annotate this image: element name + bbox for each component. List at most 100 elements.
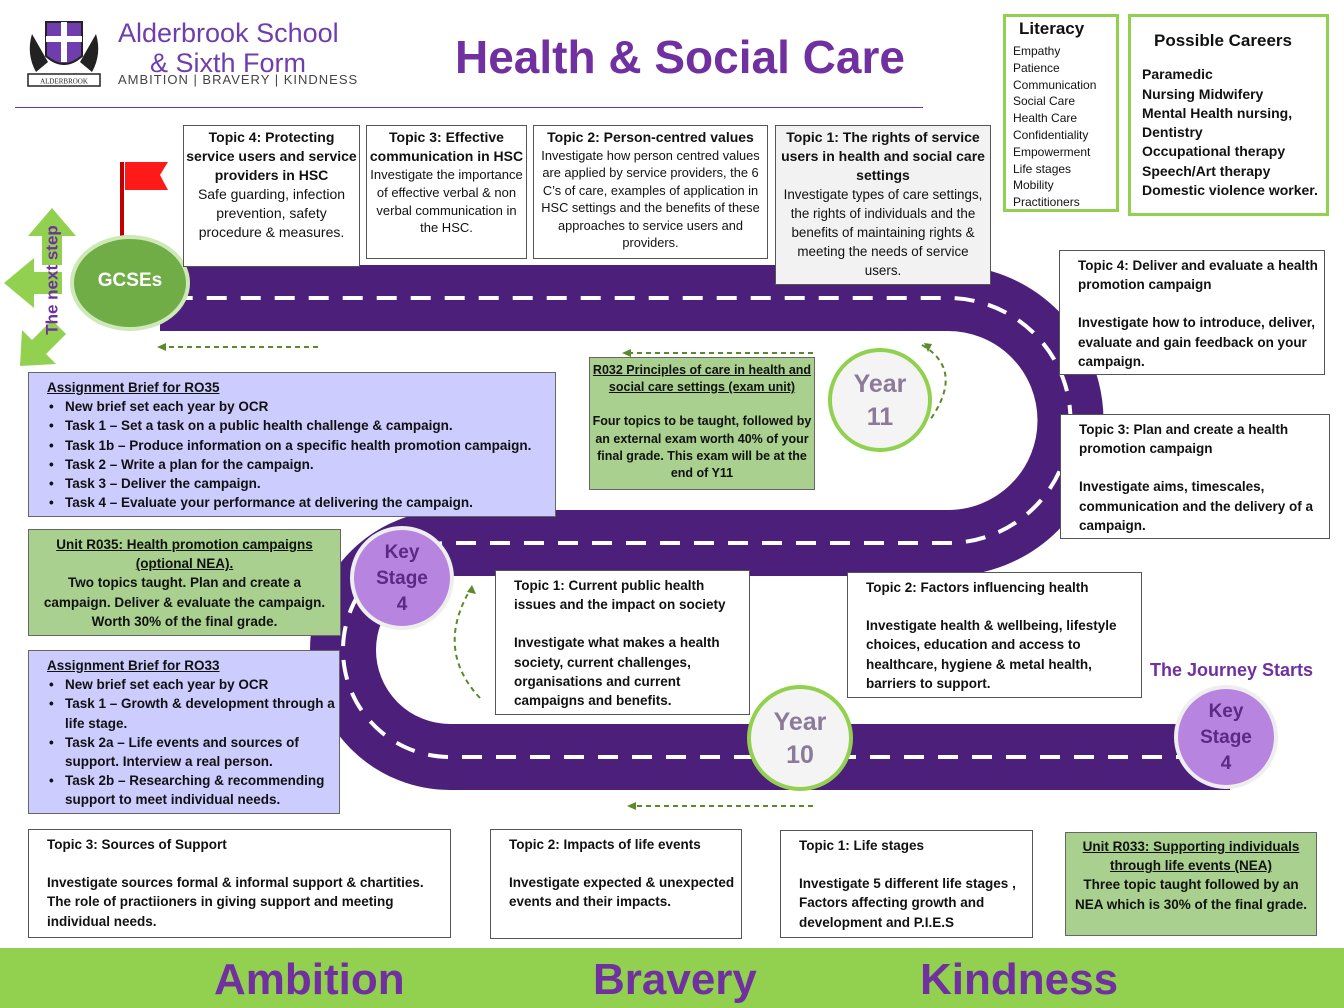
r035-topic4-title: Topic 4: Deliver and evaluate a health p… (1078, 258, 1318, 293)
literacy-word: Health Care (1013, 111, 1078, 126)
footer-bravery: Bravery (593, 955, 757, 1004)
page-title: Health & Social Care (455, 31, 905, 83)
brief-r035-task: New brief set each year by OCR (47, 397, 551, 416)
r033-topic2-title: Topic 2: Impacts of life events (509, 837, 701, 852)
y11-topic3-card: Topic 3: Effective communication in HSC … (366, 125, 527, 259)
r033-topic2-card: Topic 2: Impacts of life events Investig… (490, 829, 742, 939)
career-item: Speech/Art therapy (1142, 162, 1271, 179)
brief-r033-task: Task 1 – Growth & development through a … (47, 694, 337, 732)
y11-topic3-title: Topic 3: Effective communication in HSC (369, 129, 524, 164)
year11-label: Year (853, 370, 907, 398)
road-center-line (160, 296, 1230, 759)
r035-topic4-card: Topic 4: Deliver and evaluate a health p… (1059, 250, 1325, 375)
ks4-left-stage: Stage (376, 568, 428, 589)
direction-arrow (162, 344, 947, 807)
unit-r035-title: Unit R035: Health promotion campaigns (o… (56, 537, 313, 572)
year10-label: Year (773, 708, 827, 736)
school-name-line2: & Sixth Form (150, 48, 307, 78)
y10-topic2-card: Topic 2: Factors influencing health Inve… (847, 572, 1142, 698)
r033-topic3-card: Topic 3: Sources of Support Investigate … (28, 829, 451, 938)
literacy-word: Patience (1013, 60, 1060, 75)
y11-topic1-card: Topic 1: The rights of service users in … (775, 125, 991, 285)
r033-topic2-body: Investigate expected & unexpected events… (509, 875, 735, 910)
crest-text: ALDERBROOK (40, 78, 88, 86)
ks4-right-stage: Stage (1200, 727, 1252, 748)
literacy-word: Practitioners (1013, 195, 1080, 210)
r033-topic3-title: Topic 3: Sources of Support (47, 837, 227, 852)
ks4-right-number: 4 (1220, 753, 1232, 774)
y11-topic4-card: Topic 4: Protecting service users and se… (183, 125, 360, 267)
r035-topic3-card: Topic 3: Plan and create a health promot… (1060, 414, 1330, 539)
brief-r035-task: Task 3 – Deliver the campaign. (47, 474, 551, 493)
r033-topic1-body: Investigate 5 different life stages , Fa… (799, 876, 1016, 930)
gcse-label: GCSEs (97, 270, 163, 291)
literacy-word: Empowerment (1013, 144, 1091, 159)
footer-bar (0, 948, 1344, 1008)
literacy-word: Life stages (1013, 161, 1072, 176)
gcse-marker (70, 235, 190, 331)
year11-marker (828, 348, 932, 452)
y11-topic3-body: Investigate the importance of effective … (370, 167, 523, 236)
year11-number: 11 (866, 403, 894, 431)
unit-r033-card: Unit R033: Supporting individuals throug… (1065, 832, 1317, 936)
career-item: Domestic violence worker. (1142, 182, 1318, 199)
y11-topic2-title: Topic 2: Person-centred values (547, 129, 754, 145)
footer-ambition: Ambition (214, 955, 405, 1004)
ks4-left-marker (350, 526, 454, 630)
literacy-heading: Literacy (1019, 19, 1085, 38)
unit-r033-title: Unit R033: Supporting individuals throug… (1082, 839, 1300, 874)
ks4-left-number: 4 (396, 594, 408, 615)
r032-body: Four topics to be taught, followed by an… (592, 414, 812, 481)
r033-topic1-title: Topic 1: Life stages (799, 838, 925, 853)
literacy-word: Social Care (1013, 94, 1076, 109)
ks4-right-marker (1174, 685, 1278, 789)
y10-topic2-body: Investigate health & wellbeing, lifestyl… (866, 618, 1117, 691)
brief-r035-task: Task 4 – Evaluate your performance at de… (47, 493, 551, 512)
career-item: Mental Health nursing, (1142, 104, 1293, 121)
brief-r033-task-list: New brief set each year by OCRTask 1 – G… (47, 675, 337, 809)
school-logo: ALDERBROOK Alderbrook School & Sixth For… (18, 14, 358, 92)
literacy-word: Empathy (1013, 44, 1061, 58)
journey-starts-label: The Journey Starts (1150, 660, 1314, 680)
footer-kindness: Kindness (920, 955, 1119, 1004)
y11-topic1-body: Investigate types of care settings, the … (783, 187, 983, 278)
y10-topic2-title: Topic 2: Factors influencing health (866, 580, 1089, 595)
r035-topic3-title: Topic 3: Plan and create a health promot… (1079, 422, 1289, 457)
r035-topic3-body: Investigate aims, timescales, communicat… (1079, 479, 1314, 533)
brief-r033-task: Task 2a – Life events and sources of sup… (47, 733, 337, 771)
school-motto: AMBITION | BRAVERY | KINDNESS (118, 72, 359, 87)
y10-topic1-title: Topic 1: Current public health issues an… (514, 578, 726, 613)
career-item: Occupational therapy (1142, 143, 1286, 160)
literacy-word: Mobility (1013, 178, 1054, 193)
unit-r033-body: Three topic taught followed by an NEA wh… (1074, 877, 1308, 912)
school-name-line1: Alderbrook School (118, 18, 339, 48)
brief-r035-task: Task 1 – Set a task on a public health c… (47, 416, 551, 435)
brief-r033-task: Task 2b – Researching & recommending sup… (47, 771, 337, 809)
career-item: Nursing Midwifery (1142, 85, 1264, 102)
brief-r035-task-list: New brief set each year by OCRTask 1 – S… (47, 397, 551, 512)
r035-topic4-body: Investigate how to introduce, deliver, e… (1078, 315, 1316, 369)
brief-r033-card: Assignment Brief for RO33 New brief set … (28, 650, 340, 814)
year10-marker (747, 685, 853, 791)
literacy-word: Confidentiality (1013, 127, 1089, 142)
y11-topic4-title: Topic 4: Protecting service users and se… (186, 129, 357, 183)
y11-topic1-title: Topic 1: The rights of service users in … (781, 129, 985, 183)
ks4-right-key: Key (1208, 701, 1244, 722)
brief-r035-task: Task 2 – Write a plan for the campaign. (47, 455, 551, 474)
literacy-word: Communication (1013, 77, 1097, 92)
unit-r035-body: Two topics taught. Plan and create a cam… (43, 575, 326, 629)
y10-topic1-body: Investigate what makes a health society,… (514, 635, 720, 709)
ks4-left-key: Key (384, 542, 420, 563)
careers-heading: Possible Careers (1154, 31, 1292, 50)
y11-topic2-body: Investigate how person centred values ar… (541, 148, 760, 251)
r033-topic3-body: Investigate sources formal & informal su… (47, 875, 424, 929)
r032-title: R032 Principles of care in health and so… (592, 363, 812, 395)
brief-r033-task: New brief set each year by OCR (47, 675, 337, 694)
year10-number: 10 (786, 741, 814, 769)
flag-icon (125, 162, 168, 190)
school-crest-icon: ALDERBROOK (27, 21, 101, 87)
y10-topic1-card: Topic 1: Current public health issues an… (495, 570, 750, 715)
